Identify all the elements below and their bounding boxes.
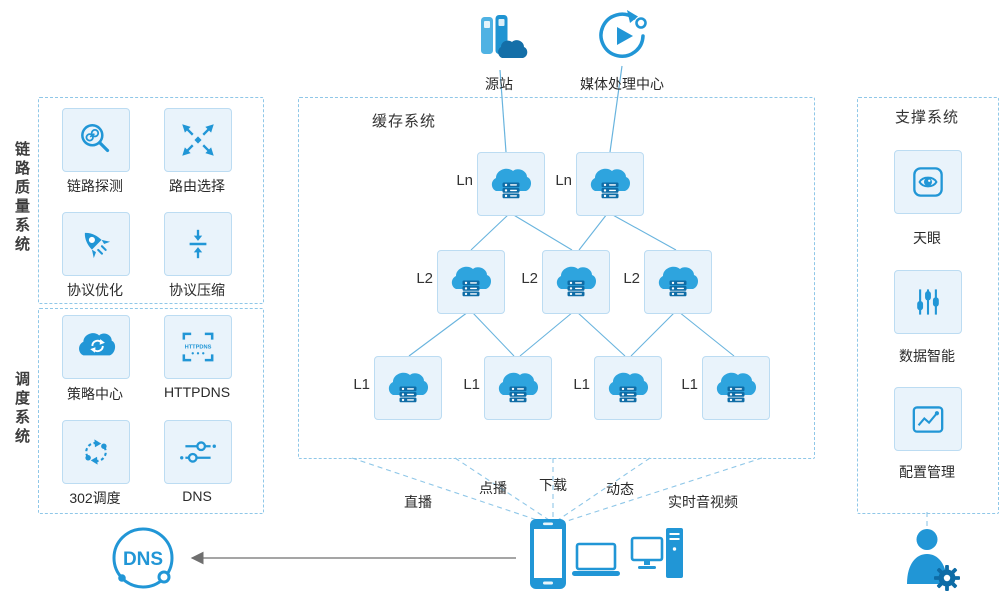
sliders-icon [180,441,216,463]
tile-protocol-optimize [62,212,130,276]
tile-link-detect [62,108,130,172]
httpdns-icon: HTTPDNS [182,332,214,362]
origin-site-icon [466,10,532,73]
cache-layer-label-l2: L2 [623,270,640,287]
scheduling-title: 调度系统 [13,371,30,447]
route-select-icon [182,124,214,156]
cloud-server-icon [658,266,699,297]
laptop-icon [572,542,620,576]
dns-node: DNS [108,524,178,593]
scheduling-panel [38,308,264,514]
cache-layer-label-l1: L1 [573,376,590,393]
service-label-rtav: 实时音视频 [668,494,738,510]
link-detect-icon [81,124,110,153]
tile-policy-center [62,315,130,379]
cloud-server-icon [498,372,539,403]
cache-node-l1-1 [374,356,442,420]
client-devices-icon [520,514,690,593]
tile-label: DNS [182,488,212,504]
link-quality-title: 链路质量系统 [13,141,30,255]
rocket-icon [84,232,111,259]
dns-circle-label: DNS [123,549,163,570]
admin-user-icon [900,526,964,593]
cache-node-l2-1 [437,250,505,314]
cloud-server-icon [388,372,429,403]
tile-label: 302调度 [69,490,121,506]
tile-302-dispatch [62,420,130,484]
redirect-cycle-icon [85,439,107,465]
cloud-server-icon [451,266,492,297]
cloud-server-icon [556,266,597,297]
tile-protocol-compress [164,212,232,276]
tile-config-management [894,387,962,451]
tile-label: 协议压缩 [169,282,225,298]
tile-label: 链路探测 [67,178,123,194]
service-label-download: 下载 [539,477,567,493]
media-processing-label: 媒体处理中心 [580,76,664,92]
tile-label: 路由选择 [169,178,225,194]
tile-label: HTTPDNS [163,384,231,400]
cache-node-ln-1 [477,152,545,216]
equalizer-icon [917,289,939,315]
cache-layer-label-ln: Ln [555,172,572,189]
service-label-dynamic: 动态 [606,481,634,497]
tile-label: 数据智能 [899,348,955,364]
desktop-icon [630,528,683,578]
cloud-server-icon [716,372,757,403]
cloud-server-icon [491,168,532,199]
policy-cloud-icon [79,333,116,356]
cloud-server-icon [608,372,649,403]
httpdns-icon-text: HTTPDNS [185,345,212,351]
tile-dns [164,420,232,484]
gear-icon [934,565,960,591]
tile-label: 天眼 [913,230,941,246]
support-title: 支撑系统 [894,109,959,126]
cache-panel [298,97,815,459]
cache-layer-label-l1: L1 [681,376,698,393]
cache-node-l1-3 [594,356,662,420]
service-label-live: 直播 [404,494,432,510]
chart-config-icon [912,406,944,433]
link-quality-panel [38,97,264,304]
tile-httpdns: HTTPDNS [164,315,232,379]
cache-node-ln-2 [576,152,644,216]
cache-node-l1-2 [484,356,552,420]
cache-node-l2-3 [644,250,712,314]
support-panel [857,97,999,514]
cloud-server-icon [590,168,631,199]
origin-site-label: 源站 [485,76,513,92]
eye-icon [913,167,943,197]
tile-label: 策略中心 [67,386,123,402]
cache-layer-label-l2: L2 [416,270,433,287]
tile-sky-eye [894,150,962,214]
tile-label: 配置管理 [899,464,955,480]
cache-node-l1-4 [702,356,770,420]
cache-node-l2-2 [542,250,610,314]
cache-title: 缓存系统 [372,113,437,130]
cache-layer-label-l1: L1 [353,376,370,393]
cache-layer-label-ln: Ln [456,172,473,189]
compress-icon [189,229,207,259]
tile-label: 协议优化 [67,282,123,298]
cache-layer-label-l2: L2 [521,270,538,287]
tile-data-intelligence [894,270,962,334]
tile-route-select [164,108,232,172]
service-label-vod: 点播 [479,480,507,496]
media-processing-icon [592,6,652,71]
phone-icon [530,519,566,589]
cache-layer-label-l1: L1 [463,376,480,393]
